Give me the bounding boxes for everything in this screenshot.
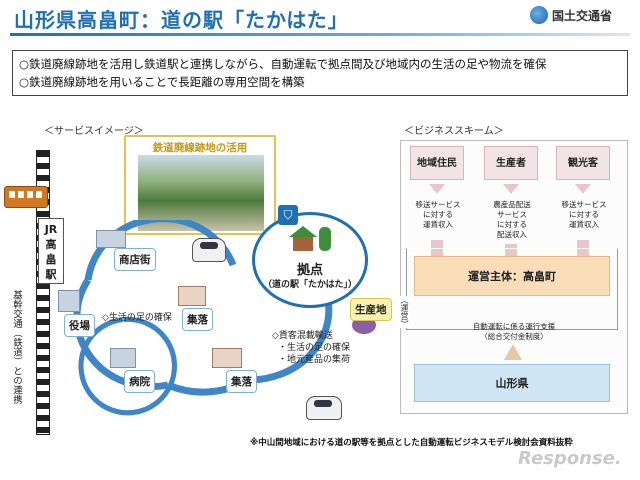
shops-building-icon: [96, 230, 126, 248]
operator-box: 運営主体：高畠町: [414, 256, 610, 296]
trunk-transport-label: 基幹交通（鉄道）との連携: [11, 290, 22, 404]
pay-text: サービス: [497, 210, 527, 219]
pay-text: 配送収入: [497, 230, 527, 239]
pay-text: に対する: [497, 220, 527, 229]
party-residents: 地域住民: [410, 146, 464, 180]
hub-sublabel: （道の駅「たかはた」）: [263, 280, 357, 290]
rail-trail-photo: [138, 155, 264, 231]
pay-text: 移送サービス: [415, 200, 461, 209]
village-house-icon: [178, 286, 206, 306]
summary-line-1: ○鉄道廃線跡地を活用し鉄道駅と連携しながら、自動運転で拠点間及び地域内の生活の足…: [19, 57, 547, 71]
pay-text: 運賃収入: [569, 220, 599, 229]
ministry-name: 国土交通省: [552, 8, 613, 23]
autonomous-vehicle-icon-2: [306, 396, 342, 420]
jr-station-text: JR 高 畠 駅: [44, 223, 58, 281]
business-scheme-heading: ＜ビジネススキーム＞: [404, 126, 504, 137]
flow-arrow-2: [503, 184, 519, 194]
node-village-1: 集落: [182, 308, 213, 331]
village-house-icon-2: [212, 348, 242, 368]
pay-text: 運賃収入: [423, 220, 453, 229]
autonomous-vehicle-icon: [192, 238, 226, 262]
roadside-station-house-icon: [289, 226, 331, 251]
support-note-line-2: （総合交付金制度）: [480, 332, 548, 341]
hub-note-3: ・地元産品の集荷: [278, 355, 351, 365]
office-building-icon: [58, 290, 80, 312]
node-hospital: 病院: [124, 370, 155, 393]
prefecture-box: 山形県: [414, 364, 610, 402]
hub-note-1: ◇貨客混載輸送: [272, 331, 333, 341]
payment-tourists: 移送サービス に対する 運賃収入: [558, 200, 610, 230]
page-title: 山形県高畠町：道の駅「たかはた」: [14, 8, 349, 32]
abandoned-rail-photo-card: 鉄道廃線跡地の活用: [124, 135, 276, 235]
jr-station-label: JR 高 畠 駅: [38, 218, 64, 284]
flow-arrow-3: [575, 184, 591, 194]
route-arc-right: [247, 299, 333, 384]
operation-label: （運営）: [398, 296, 410, 328]
pay-text: に対する: [423, 210, 453, 219]
party-producers: 生産者: [484, 146, 538, 180]
hub-notes: ◇貨客混載輸送 ・生活の足の確保 ・地元産品の集荷: [272, 330, 350, 366]
service-image-heading: ＜サービスイメージ＞: [44, 126, 144, 137]
source-note: ※中山間地域における道の駅等を拠点とした自動運転ビジネスモデル検討会資料抜粋: [250, 438, 573, 448]
hospital-building-icon: [110, 348, 136, 368]
operation-bracket: [406, 248, 618, 330]
node-shopping-street: 商店街: [114, 248, 156, 271]
michinoeki-badge-icon: ⛉: [278, 205, 298, 225]
support-note: 自動運転に係る運行支援 （総合交付金制度）: [452, 322, 576, 342]
train-icon: [4, 186, 48, 208]
response-watermark: Response.: [518, 448, 622, 469]
summary-line-2: ○鉄道廃線跡地を用いることで長距離の専用空間を構築: [19, 75, 305, 89]
revenue-arrow-2: [505, 244, 517, 256]
summary-box: ○鉄道廃線跡地を活用し鉄道駅と連携しながら、自動運転で拠点間及び地域内の生活の足…: [12, 50, 628, 96]
photo-caption: 鉄道廃線跡地の活用: [152, 142, 248, 154]
pay-text: 移送サービス: [561, 200, 607, 209]
support-note-line-1: 自動運転に係る運行支援: [472, 322, 556, 331]
ministry-logo: 国土交通省: [530, 6, 612, 24]
inner-route-loop: [78, 316, 178, 416]
flow-arrow-1: [429, 184, 445, 194]
hub-note-2: ・生活の足の確保: [278, 343, 351, 353]
node-town-office: 役場: [64, 314, 95, 337]
node-production-area: 生産地: [350, 298, 392, 321]
mlit-emblem-icon: [530, 6, 548, 24]
payment-producers: 農産品配送 サービス に対する 配送収入: [486, 200, 538, 240]
title-underline: [10, 33, 630, 36]
party-tourists: 観光客: [556, 146, 610, 180]
hub-michinoeki: 拠点 （道の駅「たかはた」）: [252, 212, 368, 308]
pay-text: 農産品配送: [493, 200, 531, 209]
payment-residents: 移送サービス に対する 運賃収入: [412, 200, 464, 230]
support-arrow: [504, 344, 522, 360]
life-mobility-note: ◇生活の足の確保: [102, 313, 172, 323]
pay-text: に対する: [569, 210, 599, 219]
node-village-2: 集落: [226, 370, 257, 393]
hub-label: 拠点: [296, 263, 323, 278]
